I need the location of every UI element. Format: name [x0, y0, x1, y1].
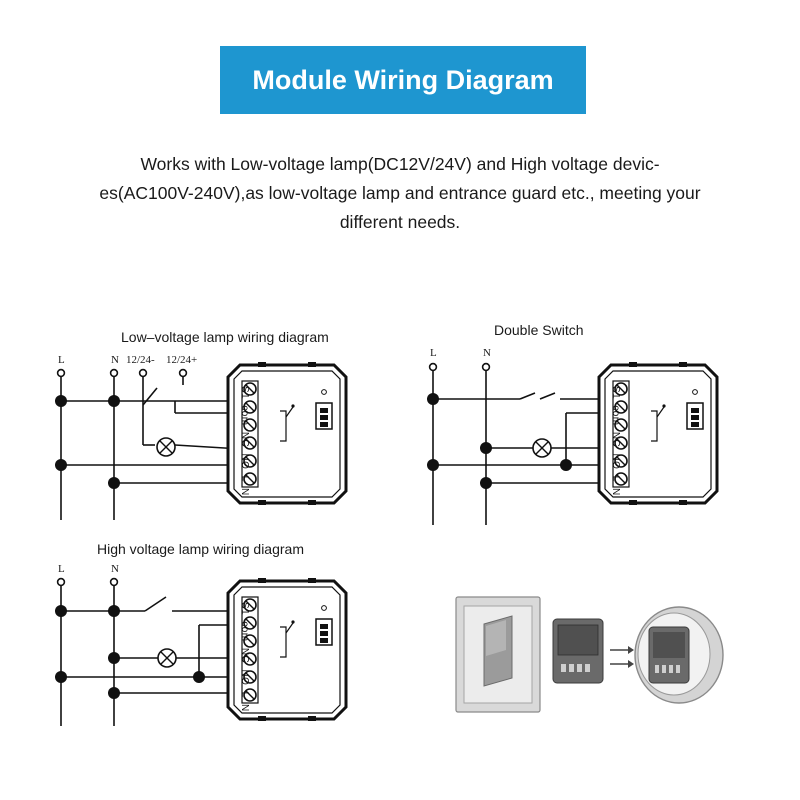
- module-terminal-labels: S1 com NC NO L N: [239, 386, 250, 496]
- module-terminal: [577, 664, 582, 672]
- rail-label-12-24-plus: 12/24+: [166, 354, 198, 366]
- rail-label-l: L: [58, 354, 65, 366]
- module-terminal: [561, 664, 566, 672]
- lamp-icon: [157, 648, 177, 668]
- junction-dot: [427, 393, 439, 405]
- junction-dot: [108, 605, 120, 617]
- installation-illustration: [455, 596, 724, 713]
- junction-dot: [427, 459, 439, 471]
- lamp-icon: [532, 438, 552, 458]
- terminal-label-com: com: [239, 405, 250, 426]
- high-voltage-wiring-diagram: [56, 577, 241, 726]
- rail-label-n: N: [111, 354, 119, 366]
- terminal-label-no: NO: [239, 669, 250, 686]
- rail-label-n: N: [111, 563, 119, 575]
- terminal-label-nc: NC: [239, 431, 250, 448]
- page-title: Module Wiring Diagram: [252, 64, 554, 95]
- terminal-label-no: NO: [239, 453, 250, 470]
- installed-module-terminals: [653, 632, 685, 658]
- arrow-head-icon: [628, 660, 634, 668]
- intro-text: Works with Low-voltage lamp(DC12V/24V) a…: [60, 150, 740, 237]
- double-switch-wiring-diagram: [428, 362, 612, 525]
- terminal-label-nc: NC: [239, 647, 250, 664]
- terminal-label-l: L: [239, 475, 250, 482]
- terminal-label-l: L: [239, 691, 250, 698]
- junction-dot: [108, 477, 120, 489]
- rail-label-12-24-minus: 12/24-: [126, 354, 155, 366]
- junction-dot: [55, 395, 67, 407]
- intro-line-2: es(AC100V-240V),as low-voltage lamp and …: [99, 183, 701, 203]
- junction-dot: [108, 687, 120, 699]
- terminal-label-n: N: [239, 703, 250, 712]
- junction-dot: [108, 395, 120, 407]
- junction-dot: [480, 477, 492, 489]
- junction-dot: [560, 459, 572, 471]
- junction-dot: [108, 652, 120, 664]
- intro-line-3: different needs.: [339, 212, 461, 232]
- terminal-label-s1: S1: [610, 386, 621, 400]
- arrow-head-icon: [628, 646, 634, 654]
- module-terminal: [676, 665, 680, 673]
- high-voltage-diagram-title: High voltage lamp wiring diagram: [97, 541, 304, 557]
- terminal-label-com: com: [239, 621, 250, 642]
- module-terminal: [585, 664, 590, 672]
- terminal-label-no: NO: [610, 453, 621, 470]
- terminal-label-com: com: [610, 405, 621, 426]
- rocker-highlight: [486, 620, 506, 656]
- terminal-label-l: L: [610, 475, 621, 482]
- module-terminal-labels: S1 com NC NO L N: [610, 386, 621, 496]
- junction-dot: [55, 605, 67, 617]
- junction-dot: [55, 459, 67, 471]
- lamp-icon: [156, 437, 176, 457]
- rail-label-l: L: [430, 347, 437, 359]
- title-banner: Module Wiring Diagram: [220, 46, 586, 114]
- rail-label-l: L: [58, 563, 65, 575]
- terminal-label-n: N: [610, 487, 621, 496]
- module-terminal-block: [557, 624, 599, 656]
- module-terminal: [655, 665, 659, 673]
- junction-dot: [55, 671, 67, 683]
- terminal-label-s1: S1: [239, 386, 250, 400]
- low-voltage-diagram-title: Low–voltage lamp wiring diagram: [121, 329, 329, 345]
- module-terminal: [669, 665, 673, 673]
- module-terminal: [662, 665, 666, 673]
- intro-line-1: Works with Low-voltage lamp(DC12V/24V) a…: [140, 154, 660, 174]
- low-voltage-wiring-diagram: [56, 368, 242, 520]
- rail-label-n: N: [483, 347, 491, 359]
- terminal-label-n: N: [239, 487, 250, 496]
- junction-dot: [193, 671, 205, 683]
- module-terminal-labels: S1 com NC NO L N: [239, 602, 250, 712]
- terminal-label-nc: NC: [610, 431, 621, 448]
- double-switch-diagram-title: Double Switch: [494, 322, 584, 338]
- junction-dot: [480, 442, 492, 454]
- module-terminal: [569, 664, 574, 672]
- terminal-label-s1: S1: [239, 602, 250, 616]
